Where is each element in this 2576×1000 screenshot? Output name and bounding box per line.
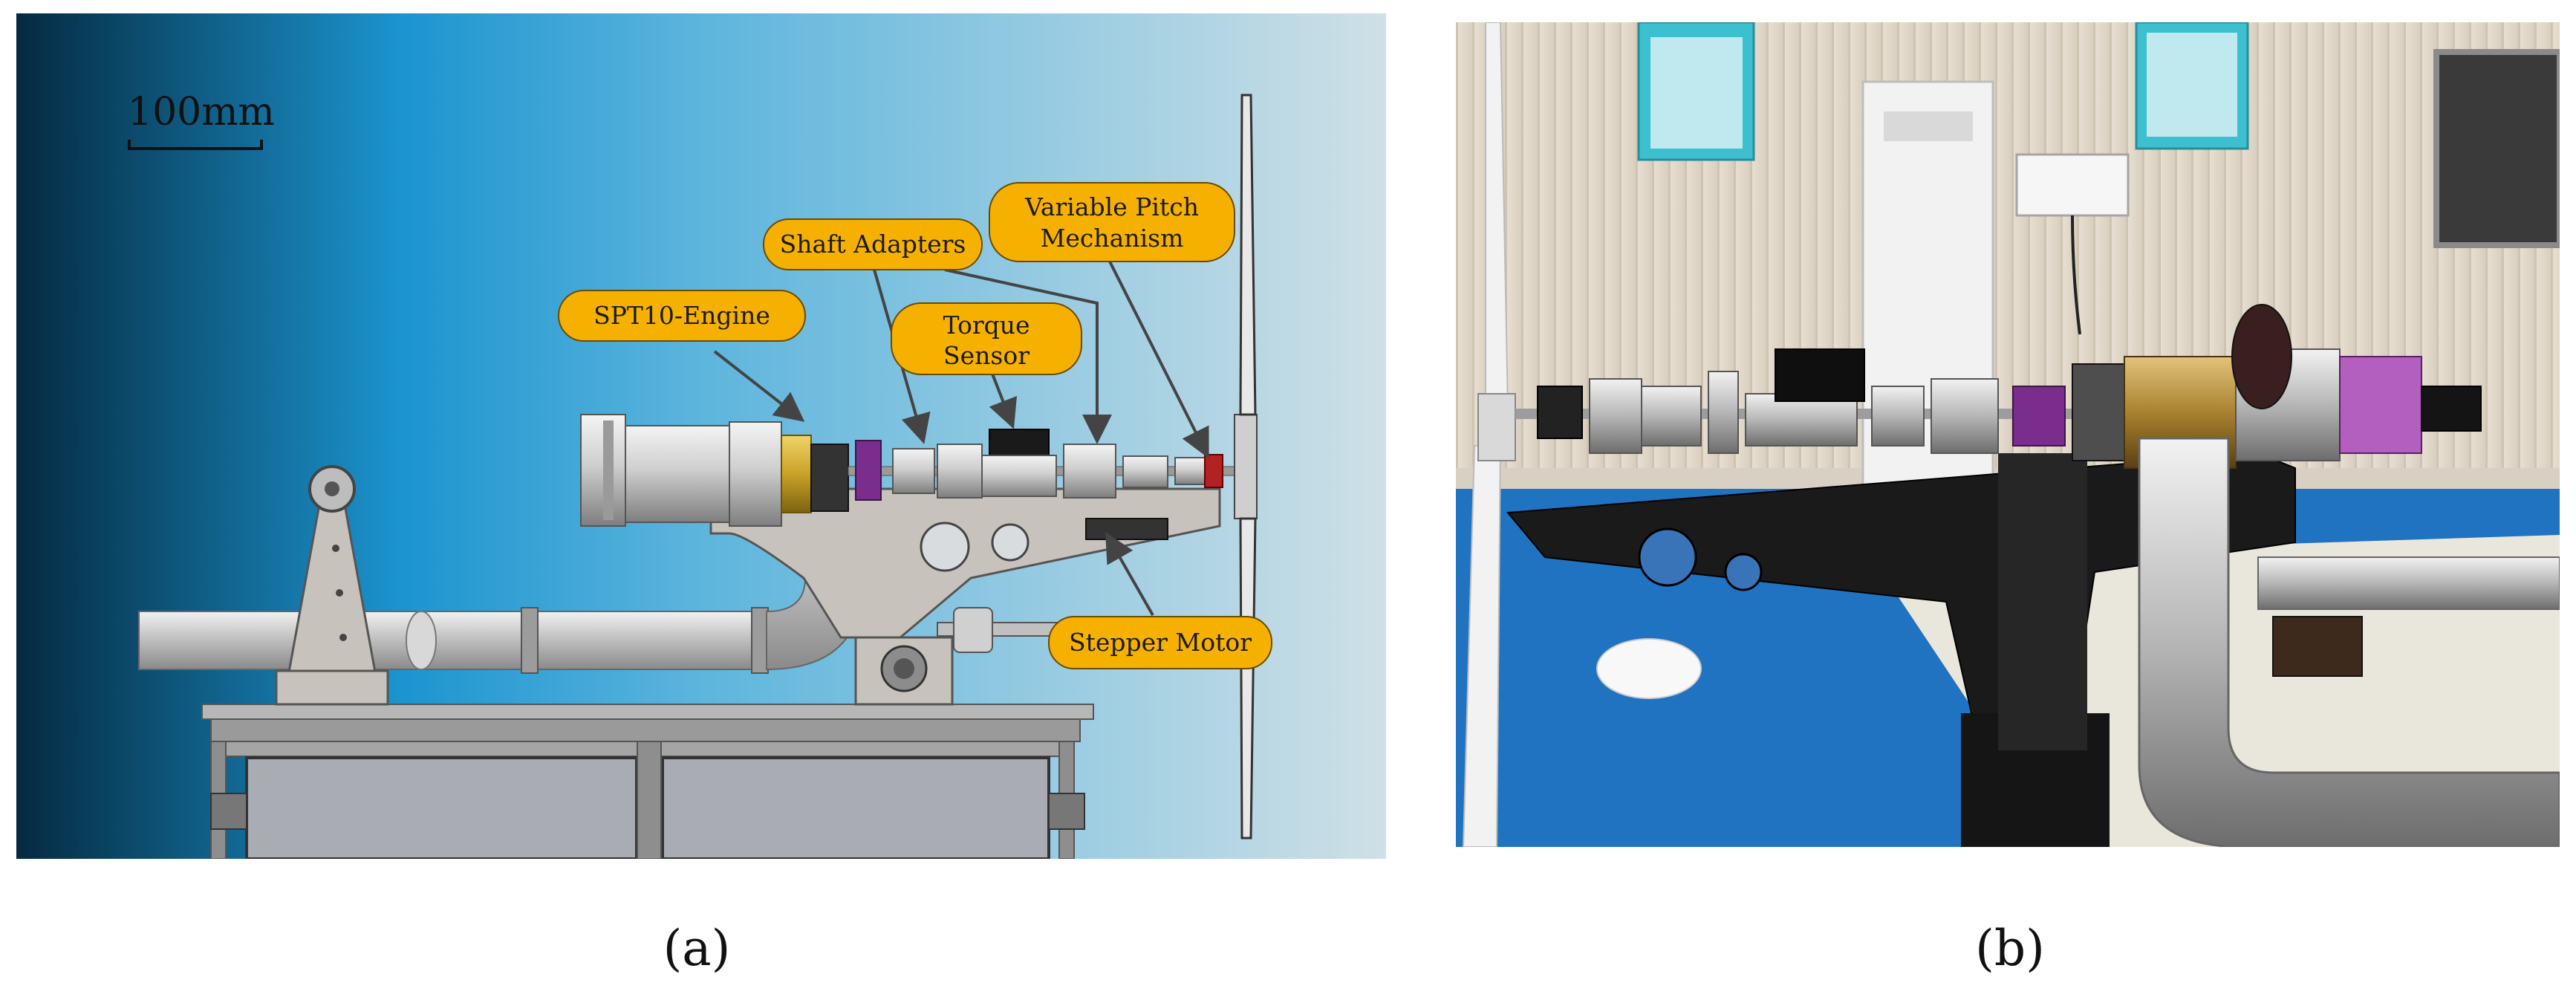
test-bench-table — [201, 704, 1094, 859]
callout-spt10-engine-label: SPT10-Engine — [593, 301, 770, 330]
callout-stepper-motor: Stepper Motor — [1048, 616, 1272, 669]
air-conditioner — [1861, 80, 1994, 544]
callout-torque-sensor-label-line2: Sensor — [943, 341, 1030, 370]
pulley-stand — [275, 465, 389, 706]
test-bench-photo — [1456, 22, 2560, 847]
caption-a: (a) — [663, 920, 731, 977]
caption-b: (b) — [1975, 920, 2045, 977]
callout-variable-pitch-mechanism: Variable Pitch Mechanism — [989, 182, 1235, 262]
photo-shaft-assembly — [1515, 304, 2482, 469]
callout-stepper-motor-label: Stepper Motor — [1069, 628, 1252, 657]
crumpled-paper — [1596, 638, 1702, 699]
support-frame — [709, 487, 1221, 706]
propeller — [1234, 94, 1258, 840]
callout-variable-pitch-label-line1: Variable Pitch — [1024, 192, 1199, 221]
callout-torque-sensor-label-line1: Torque — [943, 311, 1030, 340]
cad-diagram: 100mm — [16, 13, 1386, 859]
scale-bar: 100mm — [128, 90, 275, 150]
scale-bar-label: 100mm — [128, 90, 275, 134]
callout-torque-sensor: Torque Sensor — [891, 302, 1082, 375]
wall-window — [2433, 49, 2560, 248]
wall-switch-panel — [2015, 153, 2130, 217]
photo-torque-sensor — [1775, 348, 1865, 402]
photo-illustration — [1456, 22, 2560, 847]
callout-shaft-adapters: Shaft Adapters — [763, 218, 983, 270]
spt10-engine — [580, 414, 849, 527]
cad-diagram-panel: 100mm — [16, 13, 1386, 859]
black-test-frame — [1506, 452, 2296, 847]
callout-shaft-adapters-label: Shaft Adapters — [780, 230, 966, 259]
callout-spt10-engine: SPT10-Engine — [558, 290, 806, 342]
drive-shaft-assembly — [848, 429, 1235, 501]
callout-variable-pitch-label-line2: Mechanism — [1041, 224, 1184, 253]
